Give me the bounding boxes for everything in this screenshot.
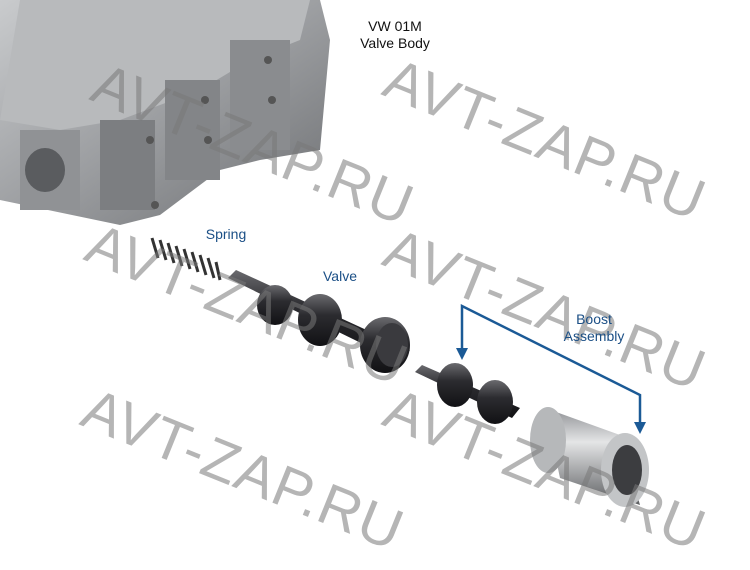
valve-body	[0, 0, 330, 225]
boost-valve	[415, 363, 520, 424]
valve-label: Valve	[323, 268, 357, 284]
spring	[150, 237, 222, 281]
title-line1: VW 01M	[368, 18, 422, 34]
title-line2: Valve Body	[360, 35, 430, 51]
boost-sleeve	[530, 407, 649, 507]
boost-line1: Boost	[576, 311, 612, 327]
boost-assembly-label: Boost Assembly	[552, 311, 636, 345]
boost-line2: Assembly	[563, 328, 625, 344]
title-label: VW 01M Valve Body	[345, 18, 445, 52]
spring-label: Spring	[205, 226, 247, 242]
valve	[228, 270, 410, 373]
boost-bracket-arrows	[456, 303, 646, 434]
